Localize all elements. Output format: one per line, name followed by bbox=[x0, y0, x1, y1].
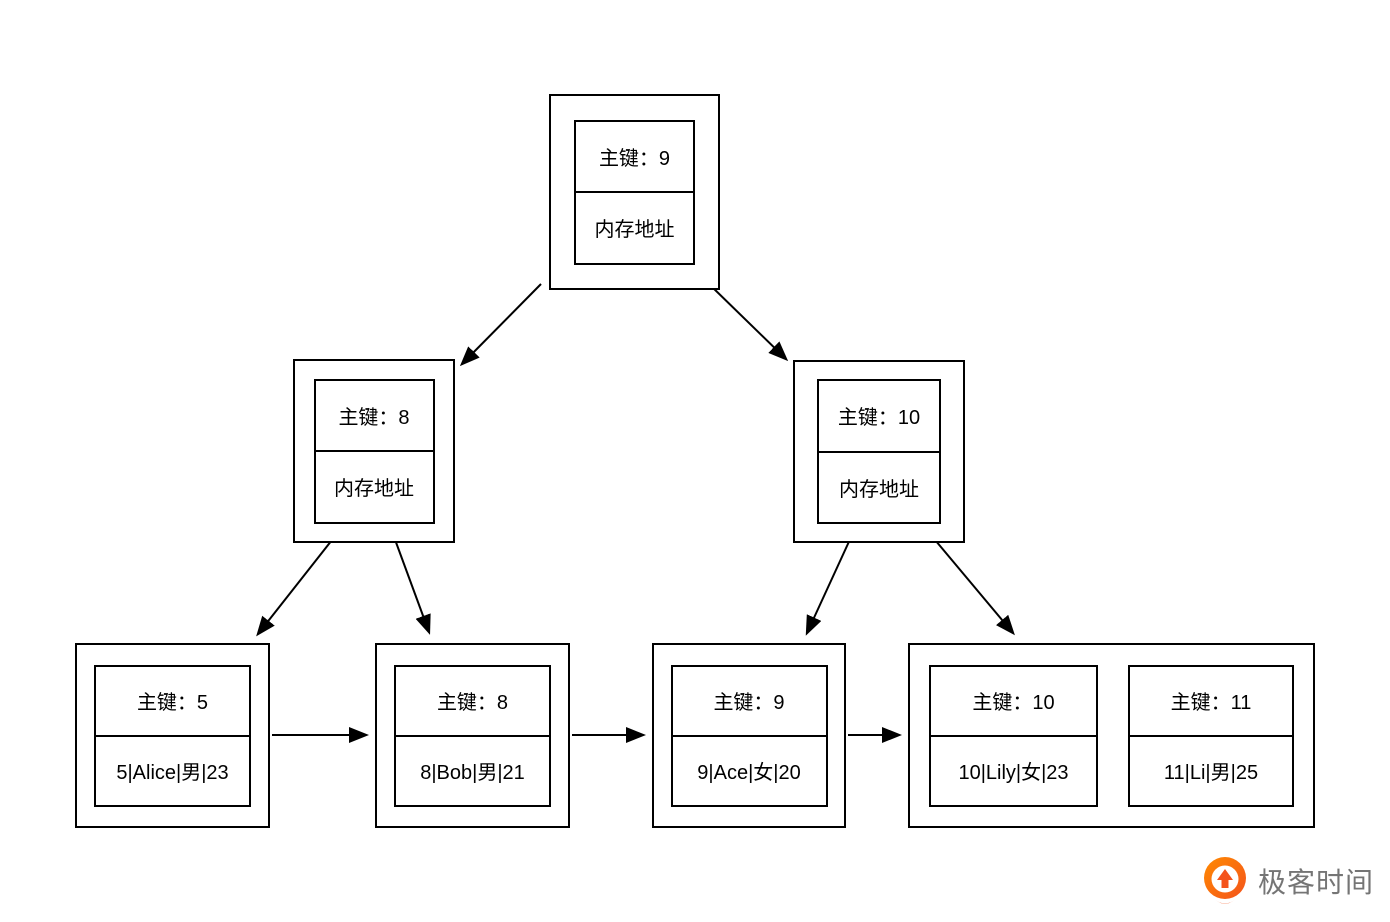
record-key: 主键：8 bbox=[338, 406, 410, 429]
record-value: 10|Lily|女|23 bbox=[931, 734, 1096, 805]
record-key: 主键：8 bbox=[436, 692, 509, 714]
record-key: 主键：9 bbox=[713, 692, 785, 714]
record-key: 主键：10 bbox=[837, 407, 921, 430]
record-key: 主键：5 bbox=[136, 692, 209, 714]
node-leaf-5: 主键：5 5|Alice|男|23 bbox=[75, 643, 270, 828]
record-leaf-11: 主键：11 11|Li|男|25 bbox=[1128, 664, 1294, 807]
record-value: 8|Bob|男|21 bbox=[396, 734, 549, 805]
record-internal-left: 主键：8 内存地址 bbox=[313, 378, 435, 524]
record-value: 9|Ace|女|20 bbox=[672, 734, 826, 805]
node-leaf-8: 主键：8 8|Bob|男|21 bbox=[375, 643, 570, 828]
record-key: 主键：10 bbox=[972, 692, 1055, 714]
record-value: 内存地址 bbox=[576, 191, 693, 263]
arrow-root-to-right bbox=[708, 283, 789, 362]
record-leaf-5: 主键：5 5|Alice|男|23 bbox=[94, 664, 251, 807]
node-leaf-9: 主键：9 9|Ace|女|20 bbox=[652, 643, 846, 828]
record-key: 主键：11 bbox=[1170, 692, 1252, 714]
record-value: 11|Li|男|25 bbox=[1130, 734, 1292, 805]
node-internal-left: 主键：8 内存地址 bbox=[293, 359, 455, 543]
record-leaf-9: 主键：9 9|Ace|女|20 bbox=[670, 664, 828, 807]
record-value: 5|Alice|男|23 bbox=[96, 734, 249, 805]
record-internal-right: 主键：10 内存地址 bbox=[817, 379, 941, 524]
brand-name: 极客时间 bbox=[1258, 867, 1375, 898]
record-key: 主键：9 bbox=[598, 147, 671, 170]
arrow-root-to-left bbox=[459, 283, 542, 367]
record-leaf-8: 主键：8 8|Bob|男|21 bbox=[394, 664, 551, 807]
node-internal-right: 主键：10 内存地址 bbox=[793, 360, 965, 543]
brand-logo: 极客时间 bbox=[1203, 856, 1374, 906]
record-leaf-10: 主键：10 10|Lily|女|23 bbox=[929, 664, 1098, 807]
geektime-icon bbox=[1204, 857, 1246, 904]
record-root: 主键：9 内存地址 bbox=[574, 119, 695, 265]
node-leaf-group-10-11: 主键：10 10|Lily|女|23 主键：11 11|Li|男|25 bbox=[908, 643, 1315, 828]
node-root: 主键：9 内存地址 bbox=[549, 94, 720, 290]
record-value: 内存地址 bbox=[819, 450, 939, 523]
record-value: 内存地址 bbox=[315, 450, 433, 522]
